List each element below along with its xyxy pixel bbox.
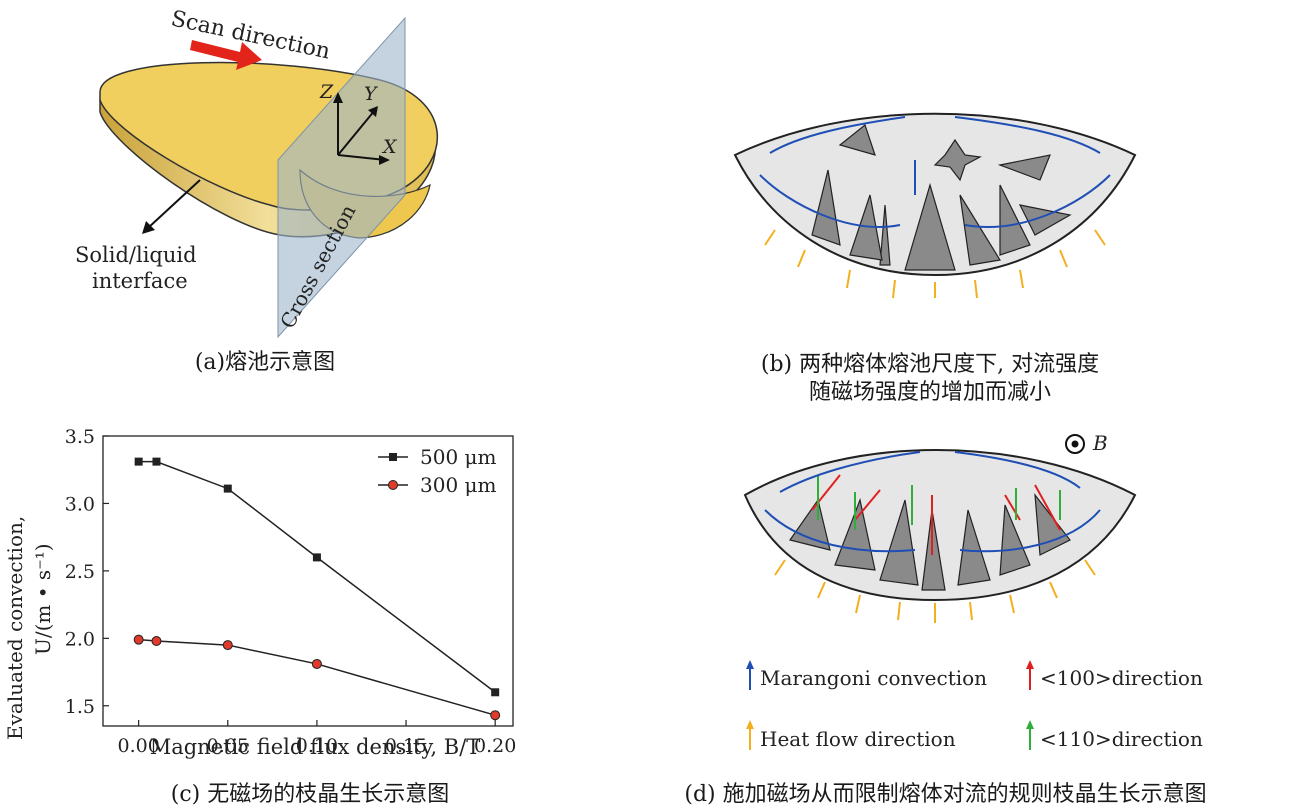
y-tick-label: 2.0	[65, 628, 95, 650]
dir-100-arrows	[811, 474, 1061, 555]
data-point-circle	[311, 658, 322, 669]
x-tick-label: 0.00	[117, 735, 159, 757]
heat-flow-arrows-b	[764, 229, 1106, 299]
y-axis-label-line1: Evaluated convection,	[3, 516, 27, 740]
cross-section-plane	[277, 16, 406, 339]
panel-d-legend: Marangoni convection <100>direction Heat…	[746, 660, 1203, 751]
plot-frame	[102, 435, 514, 727]
legend-dir110: <110>direction	[1040, 727, 1203, 751]
axis-z-label: Z	[319, 81, 334, 103]
y-tick-label: 1.5	[65, 696, 95, 718]
panel-c-convection-chart: Evaluated convection, U/(m • s⁻¹) Magnet…	[0, 420, 640, 810]
panel-a-melt-pool-diagram: Scan direction Z Y X Solid/liquid interf…	[0, 0, 640, 375]
caption-c: (c) 无磁场的枝晶生长示意图	[170, 782, 450, 807]
panel-d-dendrite-with-field: B Marangoni convection <100>direction He…	[684, 420, 1301, 810]
data-point-square	[152, 457, 161, 466]
legend-heat-flow: Heat flow direction	[760, 727, 956, 751]
x-tick-label: 0.20	[474, 735, 516, 757]
scan-direction-arrow	[190, 40, 262, 70]
legend-500-label: 500 μm	[420, 445, 497, 469]
convection-line-chart: Evaluated convection, U/(m • s⁻¹) Magnet…	[3, 426, 516, 759]
data-point-circle	[490, 710, 501, 721]
dendrite-growth-illustration-b	[733, 112, 1137, 299]
interface-pointer	[147, 179, 201, 229]
legend-marker-300	[388, 480, 398, 490]
y-tick-label: 2.5	[65, 561, 95, 583]
data-point-circle	[222, 640, 233, 651]
caption-d: (d) 施加磁场从而限制熔体对流的规则枝晶生长示意图	[684, 782, 1207, 807]
x-tick-label: 0.15	[385, 735, 427, 757]
dendrites-d	[789, 493, 1071, 591]
y-axis-label-line2: U/(m • s⁻¹)	[31, 543, 55, 655]
legend-marker-500	[389, 453, 397, 461]
legend-300-label: 300 μm	[420, 473, 497, 497]
marangoni-flow-d	[764, 451, 1101, 553]
data-point-circle	[133, 634, 144, 645]
legend-marangoni: Marangoni convection	[760, 666, 987, 690]
data-point-square	[223, 484, 232, 493]
data-point-square	[491, 688, 500, 697]
x-axis-label: Magnetic field flux density, B/T	[150, 735, 481, 759]
axis-y-label: Y	[364, 83, 379, 105]
melt-pool-3d-illustration: Scan direction Z Y X Solid/liquid interf…	[75, 6, 439, 339]
caption-b-line2: 随磁场强度的增加而减小	[808, 380, 1051, 405]
interface-label-1: Solid/liquid	[75, 243, 197, 267]
chart-legend: 500 μm 300 μm	[378, 445, 497, 497]
interface-label-2: interface	[92, 269, 188, 293]
x-tick-label: 0.05	[207, 735, 249, 757]
caption-a: (a)熔池示意图	[194, 350, 336, 375]
axis-x-label: X	[381, 136, 398, 158]
dendrite-growth-illustration-d: B	[743, 431, 1137, 623]
marangoni-flow-b	[759, 116, 1111, 228]
legend-dir100: <100>direction	[1040, 666, 1203, 690]
data-point-square	[312, 553, 321, 562]
y-tick-label: 3.0	[65, 493, 95, 515]
panel-b-dendrite-no-field: (b) 两种熔体熔池尺度下, 对流强度 随磁场强度的增加而减小	[700, 85, 1170, 410]
data-point-circle	[151, 636, 162, 647]
heat-flow-arrows-d	[774, 559, 1096, 623]
x-tick-label: 0.10	[296, 735, 338, 757]
data-point-square	[134, 457, 143, 466]
coordinate-axes	[337, 98, 386, 161]
dir-110-arrows	[817, 475, 1061, 530]
magnetic-field-label: B	[1092, 431, 1108, 455]
caption-b-line1: (b) 两种熔体熔池尺度下, 对流强度	[760, 352, 1100, 377]
dendrites-b	[811, 123, 1072, 271]
y-tick-label: 3.5	[65, 426, 95, 448]
